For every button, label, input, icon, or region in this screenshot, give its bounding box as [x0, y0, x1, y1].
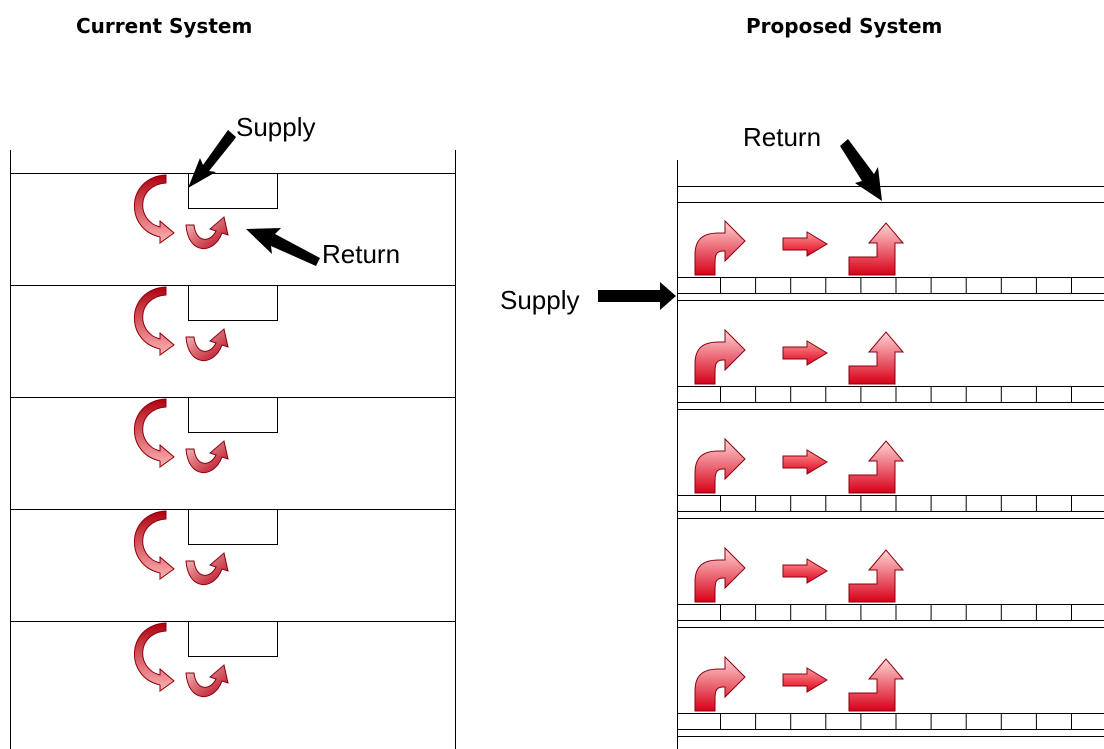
- proposed-floors: [677, 219, 1104, 737]
- current-return-u-arrow: [185, 552, 229, 586]
- proposed-supply-bent-arrow: [694, 328, 746, 385]
- proposed-return-l-arrow: [848, 222, 905, 276]
- current-system-title: Current System: [76, 14, 253, 38]
- proposed-supply-bent-arrow: [694, 437, 746, 494]
- current-floor: [10, 285, 455, 362]
- current-ceiling-duct: [188, 397, 278, 433]
- current-ceiling-duct: [188, 285, 278, 321]
- proposed-airflow-right-arrow: [782, 449, 828, 475]
- proposed-return-label: Return: [743, 122, 822, 152]
- proposed-floor: [677, 437, 1104, 519]
- proposed-floor: [677, 219, 1104, 301]
- proposed-floor: [677, 546, 1104, 628]
- current-system-building: [10, 150, 456, 749]
- current-return-label: Return: [322, 239, 401, 269]
- proposed-return-l-arrow: [848, 440, 905, 494]
- proposed-airflow-right-arrow: [782, 667, 828, 693]
- current-floor: [10, 621, 455, 698]
- current-supply-label: Supply: [236, 112, 316, 142]
- current-return-u-arrow: [185, 216, 229, 250]
- current-supply-curved-arrow: [134, 398, 175, 468]
- current-supply-pointer-arrow: [188, 130, 236, 188]
- proposed-return-l-arrow: [848, 331, 905, 385]
- proposed-airflow-right-arrow: [782, 558, 828, 584]
- current-floor: [10, 173, 455, 250]
- current-return-u-arrow: [185, 664, 229, 698]
- current-return-u-arrow: [185, 440, 229, 474]
- proposed-supply-label: Supply: [500, 285, 580, 315]
- current-floors: [10, 173, 455, 698]
- current-ceiling-duct: [188, 621, 278, 657]
- proposed-supply-bent-arrow: [694, 655, 746, 712]
- current-floor: [10, 509, 455, 586]
- current-supply-curved-arrow: [134, 622, 175, 692]
- current-supply-curved-arrow: [134, 174, 175, 244]
- proposed-floor: [677, 328, 1104, 410]
- current-floor: [10, 397, 455, 474]
- proposed-system-title: Proposed System: [746, 14, 943, 38]
- current-supply-curved-arrow: [134, 510, 175, 580]
- current-ceiling-duct: [188, 509, 278, 545]
- current-return-pointer-arrow: [246, 228, 320, 266]
- proposed-supply-pointer-arrow: [598, 282, 676, 310]
- proposed-return-pointer-arrow: [840, 139, 882, 201]
- proposed-floor: [677, 655, 1104, 737]
- proposed-supply-bent-arrow: [694, 219, 746, 276]
- current-ceiling-duct: [188, 173, 278, 209]
- current-supply-curved-arrow: [134, 286, 175, 356]
- proposed-return-l-arrow: [848, 549, 905, 603]
- proposed-return-l-arrow: [848, 658, 905, 712]
- proposed-system-building: [677, 160, 1104, 749]
- proposed-airflow-right-arrow: [782, 340, 828, 366]
- proposed-airflow-right-arrow: [782, 231, 828, 257]
- proposed-supply-bent-arrow: [694, 546, 746, 603]
- current-return-u-arrow: [185, 328, 229, 362]
